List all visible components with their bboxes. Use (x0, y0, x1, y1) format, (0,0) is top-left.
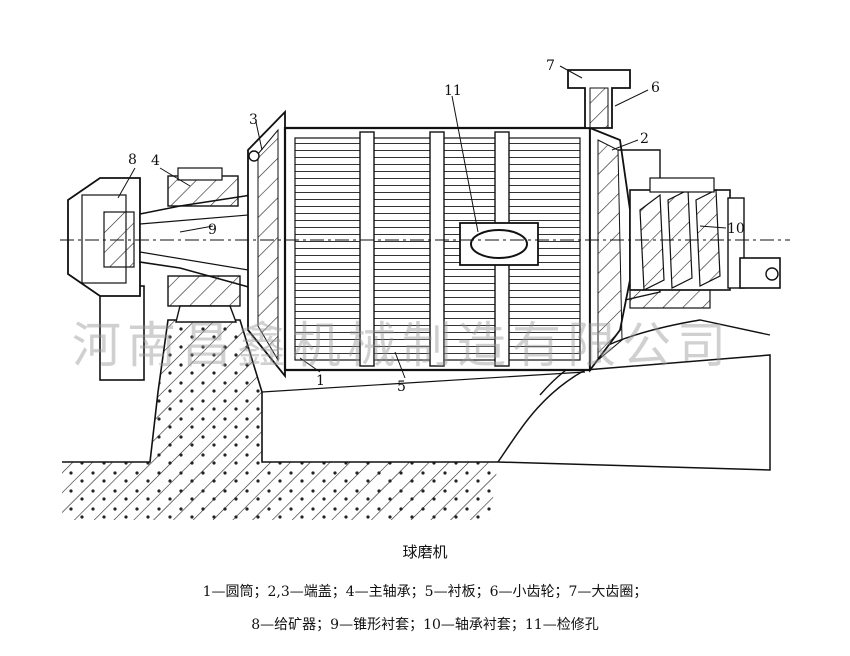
bearing-sleeve (629, 177, 781, 309)
cylinder-shell (283, 126, 592, 372)
foundation (62, 319, 771, 520)
legend-line-2: 8—给矿器；9—锥形衬套；10—轴承衬套；11—检修孔 (251, 617, 599, 633)
leader-lines (117, 65, 727, 379)
end-cover-left (247, 109, 286, 379)
feeder (67, 177, 145, 381)
part-label-8: 8 (128, 152, 137, 168)
figure-title: 球磨机 (402, 543, 448, 561)
part-label-2: 2 (640, 131, 649, 147)
main-bearing (139, 167, 266, 323)
part-label-11: 11 (444, 83, 462, 99)
part-label-4: 4 (151, 153, 160, 169)
part-label-10: 10 (727, 221, 745, 237)
part-label-5: 5 (397, 379, 406, 395)
legend-line-1: 1—圆筒；2,3—端盖；4—主轴承；5—衬板；6—小齿轮；7—大齿圈； (202, 584, 648, 600)
part-label-6: 6 (651, 80, 660, 96)
part-label-3: 3 (249, 112, 258, 128)
part-label-9: 9 (208, 222, 217, 238)
part-label-7: 7 (546, 58, 555, 74)
pinion-and-ring-gear (567, 69, 631, 129)
part-label-1: 1 (316, 373, 325, 389)
